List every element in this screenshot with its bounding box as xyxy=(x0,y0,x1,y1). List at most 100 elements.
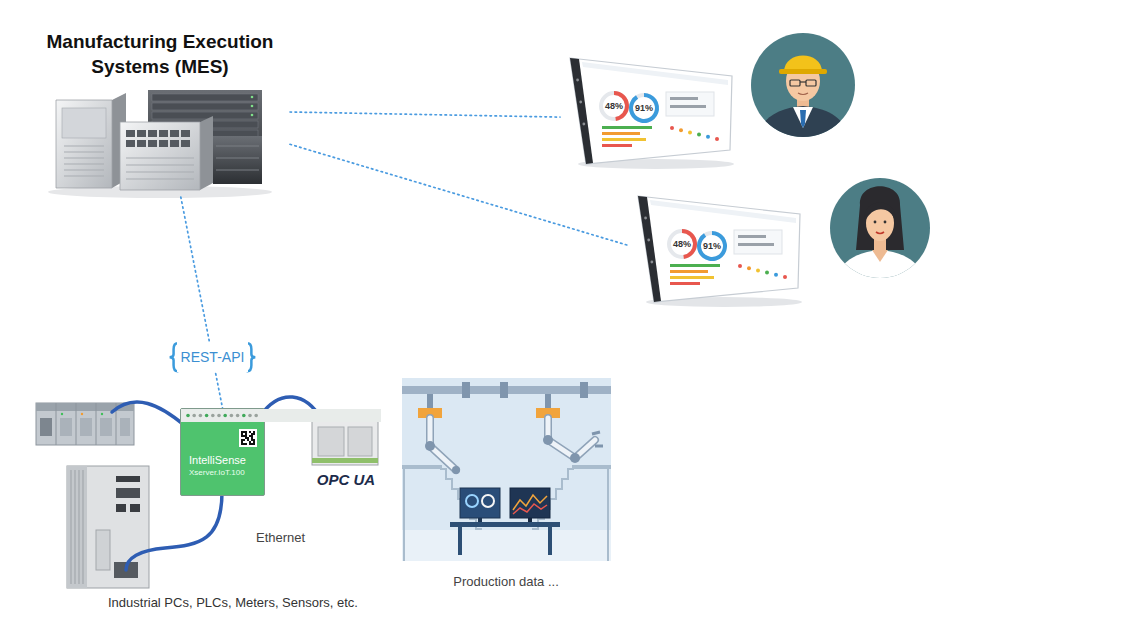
factory-illustration xyxy=(548,418,595,458)
plc-device xyxy=(80,418,92,436)
engineer-avatar xyxy=(779,69,827,74)
qr-cell xyxy=(241,435,243,437)
engineer-avatar xyxy=(793,107,813,128)
operator-avatar xyxy=(834,186,926,285)
plc-device xyxy=(60,418,72,436)
server-illustration xyxy=(48,90,272,198)
terminal-led xyxy=(199,414,203,418)
server-illustration xyxy=(251,105,254,108)
tablet-node: 48%91% xyxy=(560,50,740,172)
factory-illustration xyxy=(450,522,560,527)
factory-illustration xyxy=(528,518,532,522)
qr-cell xyxy=(251,437,253,439)
qr-cell xyxy=(251,435,253,437)
qr-cell xyxy=(253,431,255,433)
info-card xyxy=(734,230,782,254)
industrial-pc xyxy=(75,470,76,584)
tablet-bezel xyxy=(570,58,593,164)
tablet-title-bar xyxy=(582,62,728,85)
engineer-avatar xyxy=(806,80,816,86)
tablet-button xyxy=(576,79,579,82)
server-illustration xyxy=(200,116,213,190)
operator-avatar xyxy=(884,221,887,224)
operator-avatar xyxy=(830,178,930,285)
server-illustration xyxy=(126,165,194,166)
engineer-avatar xyxy=(790,80,800,86)
qr-cell xyxy=(243,439,245,441)
server-illustration xyxy=(62,108,106,138)
factory-illustration xyxy=(462,382,470,398)
chart-bar xyxy=(670,270,708,273)
chart-dot xyxy=(706,135,710,139)
qr-cell xyxy=(251,443,253,445)
chart-bar xyxy=(670,276,714,279)
chart-dot xyxy=(688,130,692,134)
server-illustration xyxy=(216,158,259,159)
qr-cell xyxy=(253,439,255,441)
gateway-terminals xyxy=(181,409,381,422)
tablet-title-bar xyxy=(650,200,796,223)
industrial-pc xyxy=(71,470,72,584)
qr-cell xyxy=(251,439,253,441)
operator-avatar xyxy=(834,250,926,285)
factory-illustration xyxy=(543,435,553,445)
server-illustration xyxy=(137,130,146,137)
operator-avatar xyxy=(876,232,884,234)
terminal-led xyxy=(242,414,246,418)
chart-dot xyxy=(783,275,787,279)
ethernet-cable xyxy=(112,397,322,570)
tablet-body xyxy=(570,58,732,164)
device-list-label: Industrial PCs, PLCs, Meters, Sensors, e… xyxy=(108,595,358,610)
industrial-pc xyxy=(67,466,87,588)
factory-illustration xyxy=(466,495,478,507)
qr-cell xyxy=(241,431,243,433)
opc-ua-controller xyxy=(318,427,344,456)
qr-cell xyxy=(247,439,249,441)
gauge-value: 91% xyxy=(703,241,721,251)
factory-illustration xyxy=(510,488,550,518)
plc-device xyxy=(61,413,63,415)
factory-illustration xyxy=(402,378,611,561)
tablet-button xyxy=(579,101,582,104)
chart-dot xyxy=(679,128,683,132)
terminal-led xyxy=(223,414,227,418)
server-illustration xyxy=(148,140,157,147)
qr-cell xyxy=(243,443,245,445)
factory-illustration xyxy=(572,465,611,469)
server-illustration xyxy=(152,94,258,101)
terminal-led xyxy=(217,414,221,418)
server-illustration xyxy=(126,158,194,159)
qr-cell xyxy=(243,435,245,437)
qr-cell xyxy=(253,441,255,443)
tablet-bezel xyxy=(638,196,661,302)
plc-device xyxy=(36,403,134,445)
data-link xyxy=(181,197,223,408)
curly-brace xyxy=(247,343,255,371)
qr-cell xyxy=(245,433,247,435)
operator-avatar xyxy=(874,221,877,224)
terminal-led xyxy=(236,414,240,418)
factory-illustration xyxy=(427,394,433,410)
operator-avatar xyxy=(865,203,896,223)
server-illustration xyxy=(152,112,258,119)
plc-device xyxy=(56,403,57,445)
gauge-arc xyxy=(629,93,659,123)
device-brand: IntelliSense xyxy=(189,453,246,467)
server-illustration xyxy=(64,146,104,147)
terminal-led xyxy=(248,414,252,418)
qr-cell xyxy=(253,443,255,445)
server-illustration xyxy=(126,130,135,137)
qr-cell xyxy=(241,441,243,443)
plc-device xyxy=(36,403,134,445)
terminal-led xyxy=(230,414,234,418)
gauge-value: 48% xyxy=(605,101,623,111)
caption-label: Production data ... xyxy=(453,574,559,589)
operator-avatar xyxy=(856,186,904,250)
server-illustration xyxy=(56,100,112,188)
qr-cell xyxy=(253,433,255,435)
factory-illustration xyxy=(500,382,508,398)
factory-illustration xyxy=(458,527,462,555)
server-illustration xyxy=(64,152,104,153)
